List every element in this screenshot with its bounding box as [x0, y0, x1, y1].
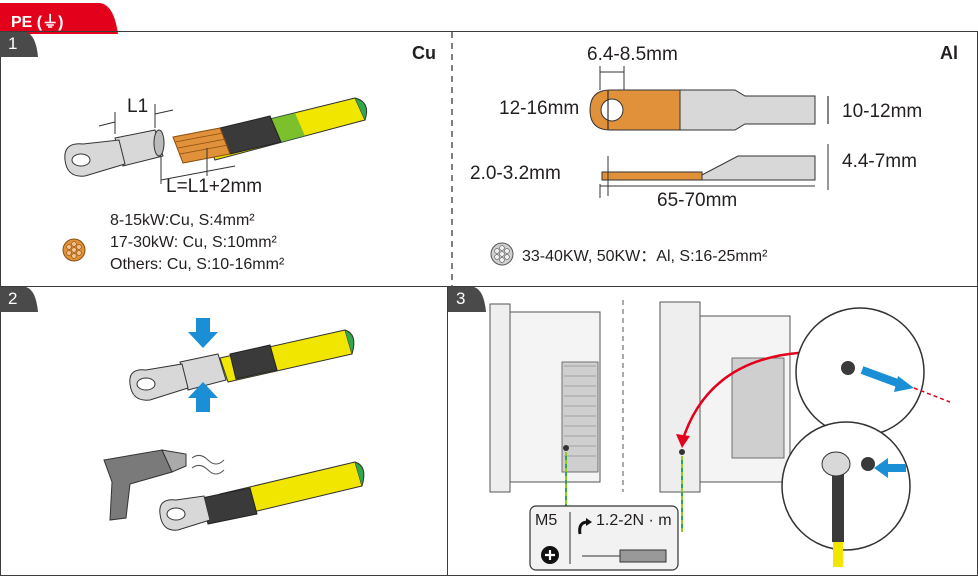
al-dim-barrel-depth: 4.4-7mm [842, 151, 917, 172]
step1-divider [451, 32, 453, 287]
cu-lug-illustration [64, 97, 368, 184]
al-spec: 33-40KW, 50KW：Al, S:16-25mm² [522, 248, 768, 265]
torque-label: 1.2-2N · m [596, 512, 672, 529]
step-badge-1: 1 [0, 32, 38, 57]
screw-size-label: M5 [535, 512, 558, 529]
cu-spec-1: 8-15kW:Cu, S:4mm² [110, 212, 255, 229]
al-dim-length: 65-70mm [657, 190, 738, 211]
al-material-label: Al [940, 43, 958, 63]
cu-dim-l1: L1 [127, 96, 149, 117]
al-dim-hole: 6.4-8.5mm [587, 44, 678, 65]
heat-gun-illustration [103, 449, 365, 531]
step-number-3: 3 [456, 289, 466, 308]
step-badge-2: 2 [0, 287, 38, 312]
aluminum-strand-icon [490, 242, 514, 266]
step-number-1: 1 [8, 34, 18, 53]
crimp-illustration [129, 318, 355, 412]
step-number-2: 2 [8, 289, 18, 308]
al-dim-thickness: 2.0-3.2mm [470, 163, 561, 184]
pe-tab-shape [0, 3, 118, 34]
cu-spec-3: Others: Cu, S:10-16mm² [110, 256, 285, 273]
cu-dim-l: L=L1+2mm [166, 176, 263, 197]
al-dim-barrel: 10-12mm [842, 101, 923, 122]
inverter-install-illustration [489, 300, 951, 571]
copper-strand-icon [62, 238, 86, 262]
al-dim-width: 12-16mm [499, 98, 580, 119]
pe-header-tab: PE (⏚) [0, 3, 118, 34]
cu-spec-2: 17-30kW: Cu, S:10mm² [110, 234, 277, 251]
cu-material-label: Cu [412, 43, 436, 63]
pe-tab-label: PE (⏚) [11, 14, 64, 31]
step-badge-3: 3 [448, 287, 486, 312]
al-lug-drawing [589, 66, 829, 198]
